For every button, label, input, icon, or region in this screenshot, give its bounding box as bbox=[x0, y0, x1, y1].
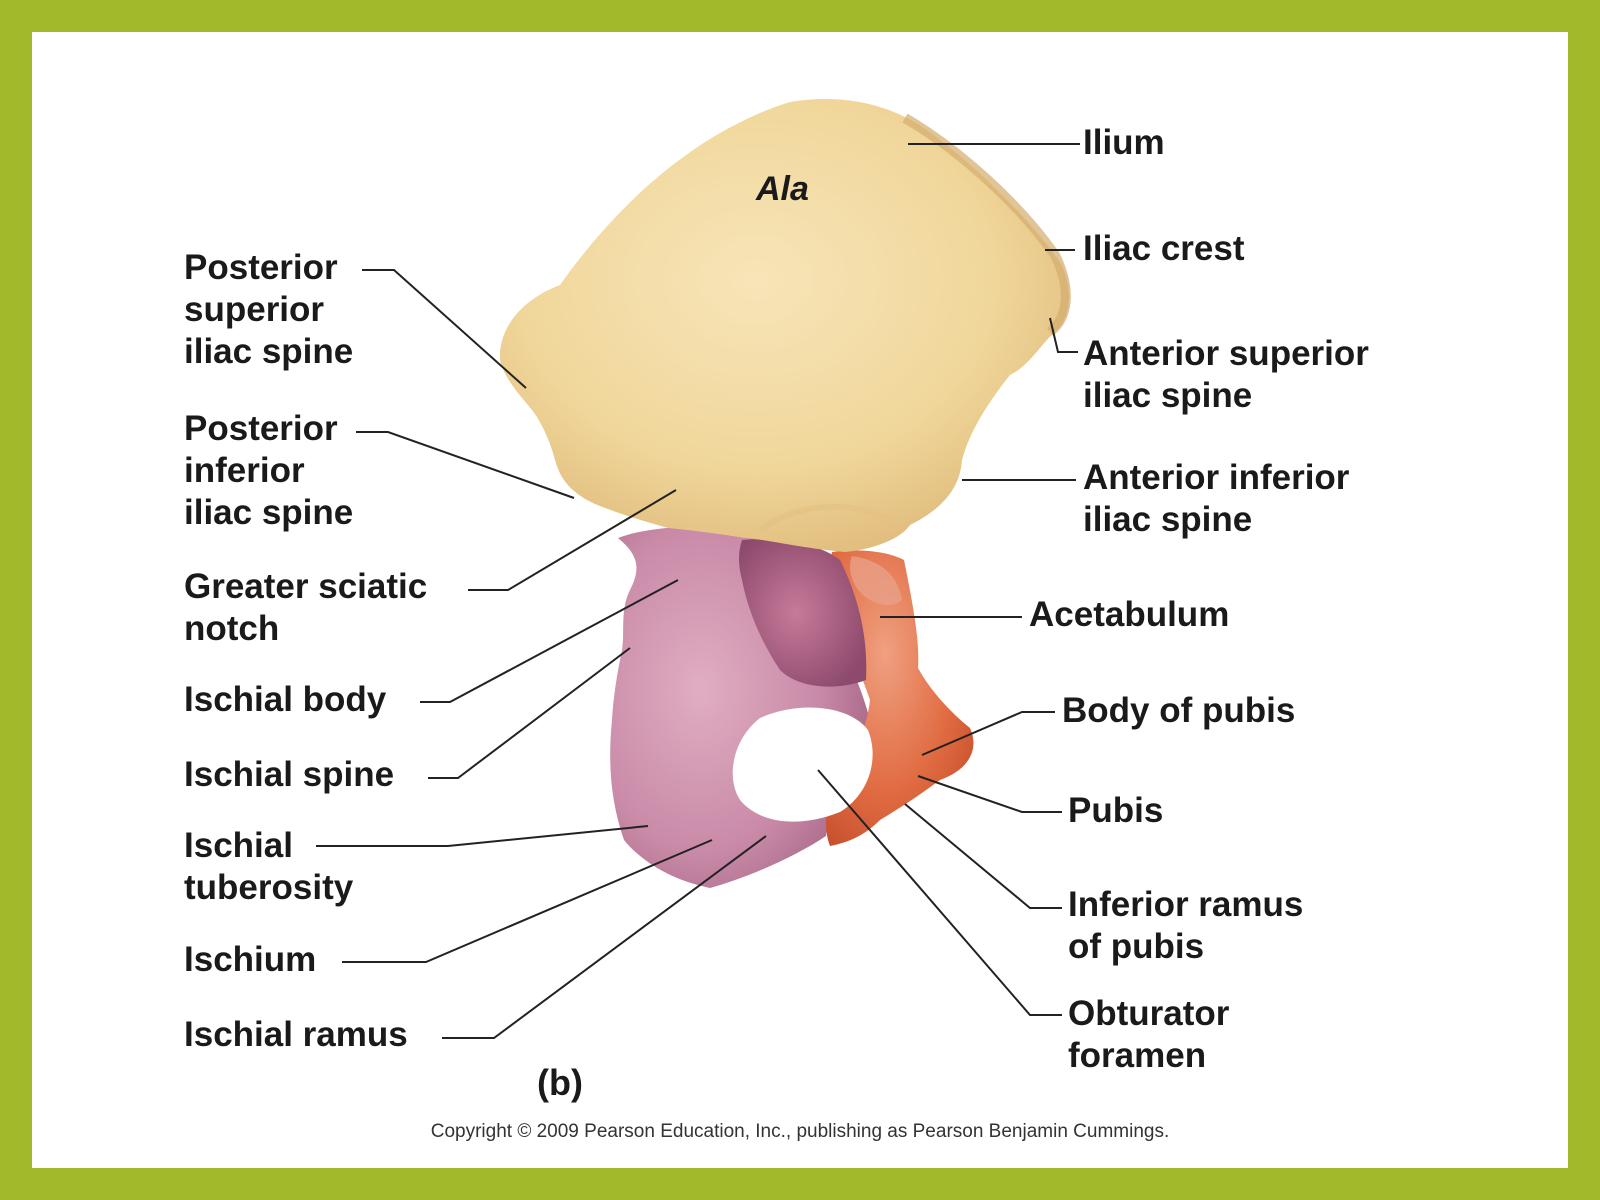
label-obturator-foramen: Obturator foramen bbox=[1068, 993, 1229, 1077]
label-body-of-pubis: Body of pubis bbox=[1062, 691, 1296, 730]
leader-greater-sciatic-notch bbox=[468, 489, 677, 591]
label-line: inferior bbox=[184, 451, 305, 490]
leader-ischial-body bbox=[420, 579, 679, 703]
label-line: superior bbox=[184, 290, 325, 329]
label-line: Anterior superior bbox=[1083, 334, 1369, 373]
label-line: tuberosity bbox=[184, 868, 354, 907]
leader-ischial-ramus bbox=[442, 835, 767, 1039]
label-ischium: Ischium bbox=[184, 940, 317, 979]
leader-obturator-foramen bbox=[817, 769, 1062, 1016]
label-line: iliac spine bbox=[184, 332, 354, 371]
label-ischial-ramus: Ischial ramus bbox=[184, 1015, 408, 1054]
label-line: Obturator bbox=[1068, 994, 1230, 1033]
leader-ischial-tuberosity bbox=[316, 825, 649, 847]
label-posterior-inferior-iliac-spine: Posterior inferior iliac spine bbox=[184, 408, 353, 534]
label-line: iliac spine bbox=[184, 493, 354, 532]
label-ilium: Ilium bbox=[1083, 123, 1165, 162]
label-line: Inferior ramus bbox=[1068, 885, 1304, 924]
ilium-ridge-shading bbox=[758, 503, 902, 533]
copyright-notice: Copyright © 2009 Pearson Education, Inc.… bbox=[430, 1121, 1170, 1142]
leader-pubis bbox=[917, 775, 1062, 813]
leader-lines bbox=[316, 143, 1080, 1039]
label-line: iliac spine bbox=[1083, 500, 1253, 539]
leader-body-of-pubis bbox=[921, 711, 1055, 756]
label-line: foramen bbox=[1068, 1036, 1207, 1075]
leader-ischium bbox=[342, 839, 713, 963]
label-line: of pubis bbox=[1068, 927, 1205, 966]
label-line: Posterior bbox=[184, 409, 338, 448]
label-acetabulum: Acetabulum bbox=[1029, 595, 1230, 634]
label-line: notch bbox=[184, 609, 280, 648]
leader-posterior-superior-iliac-spine bbox=[362, 269, 527, 389]
label-pubis: Pubis bbox=[1068, 791, 1164, 830]
label-iliac-crest: Iliac crest bbox=[1083, 229, 1245, 268]
label-ischial-spine: Ischial spine bbox=[184, 755, 395, 794]
label-inferior-ramus-of-pubis: Inferior ramus of pubis bbox=[1068, 884, 1303, 968]
label-line: Posterior bbox=[184, 248, 338, 287]
acetabular-lunate-surface bbox=[850, 556, 902, 605]
iliac-crest-rim bbox=[902, 113, 1071, 336]
label-posterior-superior-iliac-spine: Posterior superior iliac spine bbox=[184, 247, 353, 373]
label-ischial-body: Ischial body bbox=[184, 680, 387, 719]
label-line: Greater sciatic bbox=[184, 567, 428, 606]
leader-ischial-spine bbox=[428, 647, 631, 779]
label-line: Ischial bbox=[184, 826, 293, 865]
ilium-region bbox=[499, 99, 1070, 552]
label-anterior-inferior-iliac-spine: Anterior inferior iliac spine bbox=[1083, 457, 1349, 541]
leader-anterior-superior-iliac-spine bbox=[1049, 317, 1078, 353]
label-anterior-superior-iliac-spine: Anterior superior iliac spine bbox=[1083, 333, 1369, 417]
label-ischial-tuberosity: Ischial tuberosity bbox=[184, 825, 353, 909]
leader-posterior-inferior-iliac-spine bbox=[356, 431, 575, 499]
label-line: Anterior inferior bbox=[1083, 458, 1350, 497]
leader-inferior-ramus-of-pubis bbox=[904, 803, 1062, 909]
label-line: iliac spine bbox=[1083, 376, 1253, 415]
acetabulum-socket bbox=[739, 538, 867, 687]
label-ala: Ala bbox=[756, 170, 809, 208]
panel-letter: (b) bbox=[537, 1062, 583, 1103]
label-greater-sciatic-notch: Greater sciatic notch bbox=[184, 566, 427, 650]
